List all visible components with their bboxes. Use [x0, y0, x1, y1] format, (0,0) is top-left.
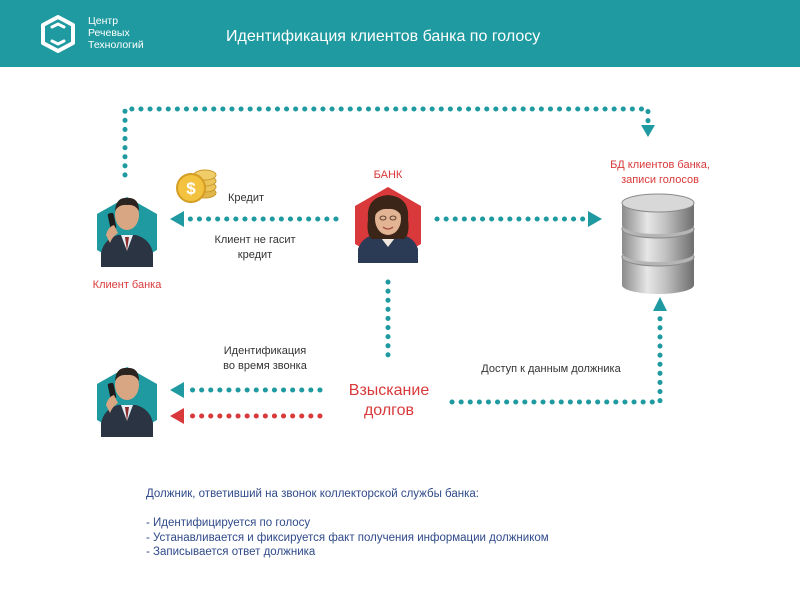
logo-line-1: Центр [88, 15, 119, 27]
arrow-left-identification-icon [170, 382, 184, 398]
db-label-line-1: БД клиентов банка, [610, 159, 710, 171]
client-top-avatar [97, 197, 157, 267]
collection-label: Взыскание долгов [334, 381, 444, 421]
logo-line-2: Речевых [88, 27, 130, 39]
identification-line-1: Идентификация [223, 345, 307, 357]
client-label: Клиент банка [92, 279, 162, 291]
access-connector [449, 308, 663, 405]
arrow-down-to-db-icon [641, 125, 655, 137]
db-label-line-2: записи голосов [621, 174, 699, 186]
arrow-left-to-client-icon [170, 211, 184, 227]
person-phone-icon [101, 197, 153, 267]
logo-text: Центр Речевых Технологий [88, 15, 144, 51]
database-icon [621, 193, 695, 294]
credit-label: Кредит [228, 192, 265, 204]
not-paying-line-2: кредит [237, 249, 273, 261]
svg-text:$: $ [186, 179, 196, 198]
logo-line-3: Технологий [88, 39, 144, 51]
bank-avatar [355, 187, 421, 263]
page-title: Идентификация клиентов банка по голосу [226, 28, 541, 45]
description-spacer [146, 502, 706, 517]
logo-icon [41, 15, 75, 53]
description-item: - Идентифицируется по голосу [146, 517, 311, 529]
description-block: Должник, ответивший на звонок коллекторс… [146, 487, 706, 560]
description-item: - Записывается ответ должника [146, 546, 316, 558]
bank-employee-icon [358, 195, 418, 263]
description-item: - Устанавливается и фиксируется факт пол… [146, 531, 549, 544]
collection-line-1: Взыскание [348, 382, 430, 399]
identification-label: Идентификация во время звонка [210, 344, 320, 374]
description-heading: Должник, ответивший на звонок коллекторс… [146, 488, 479, 500]
collection-line-2: долгов [363, 402, 415, 419]
dollar-coins-icon: $ [176, 169, 217, 203]
arrow-left-collection-icon [170, 408, 184, 424]
bank-label: БАНК [373, 169, 403, 181]
person-phone-icon [101, 367, 153, 437]
header-bar: Центр Речевых Технологий Идентификация к… [0, 0, 800, 67]
access-label: Доступ к данным должника [481, 363, 621, 375]
client-bottom-avatar [97, 367, 157, 437]
identification-line-2: во время звонка [223, 360, 307, 372]
db-label: БД клиентов банка, записи голосов [590, 158, 730, 188]
diagram: $ [0, 67, 800, 600]
not-paying-line-1: Клиент не гасит [214, 234, 296, 246]
arrow-right-to-db-icon [588, 211, 602, 227]
not-paying-label: Клиент не гасит кредит [200, 233, 310, 263]
diagram-canvas: $ [97, 106, 695, 437]
arrow-up-to-db-icon [653, 297, 667, 311]
top-loop-connector [122, 106, 651, 178]
